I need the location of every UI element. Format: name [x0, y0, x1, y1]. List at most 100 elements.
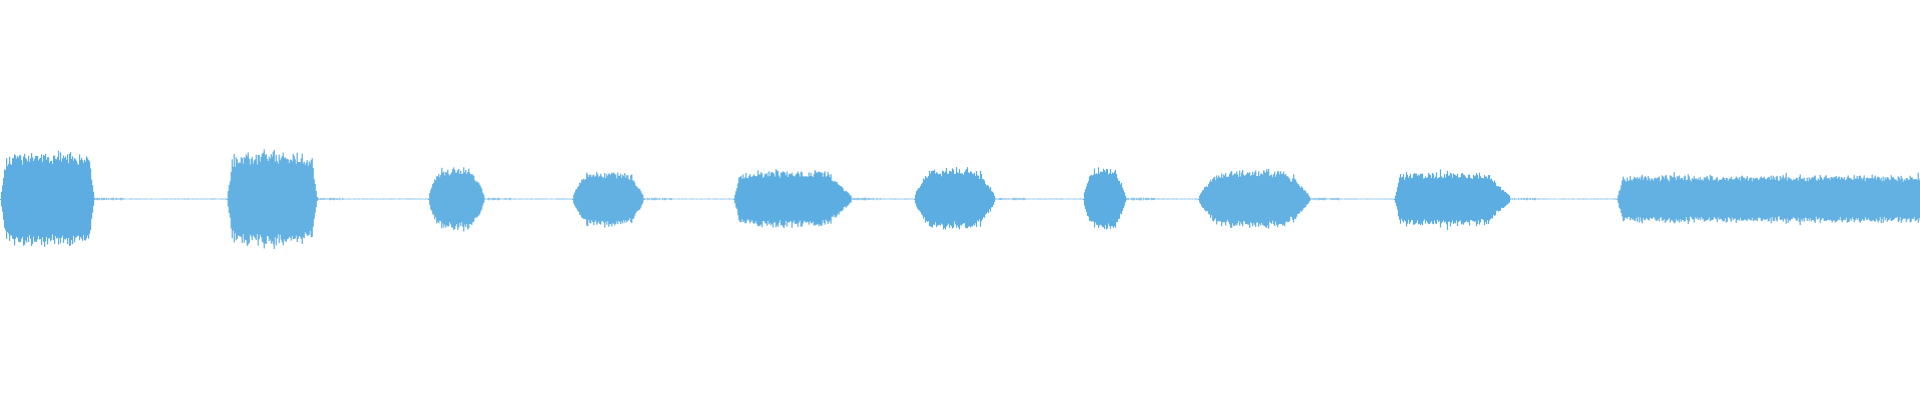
- silence-sample: [875, 198, 877, 200]
- silence-sample: [330, 197, 332, 200]
- waveform-sample: [1431, 172, 1434, 224]
- silence-sample: [398, 198, 400, 200]
- silence-sample: [144, 198, 146, 200]
- waveform-sample: [1285, 174, 1287, 223]
- silence-sample: [659, 197, 661, 201]
- silence-sample: [871, 198, 873, 200]
- waveform-sample: [844, 191, 846, 207]
- silence-sample: [1516, 198, 1518, 200]
- waveform-sample: [986, 185, 989, 212]
- silence-sample: [1528, 198, 1530, 200]
- waveform-sample: [950, 171, 953, 227]
- silence-sample: [412, 198, 414, 200]
- waveform-sample: [591, 177, 593, 221]
- silence-sample: [1186, 198, 1188, 200]
- waveform-sample: [58, 150, 60, 245]
- waveform-sample: [1307, 193, 1309, 205]
- silence-sample: [1130, 198, 1132, 200]
- waveform-sample: [8, 164, 10, 234]
- waveform-sample: [829, 177, 831, 221]
- silence-sample: [1615, 198, 1617, 200]
- silence-sample: [189, 198, 191, 200]
- waveform-sample: [638, 188, 640, 210]
- silence-sample: [556, 198, 558, 200]
- silence-sample: [873, 198, 875, 200]
- silence-sample: [1333, 198, 1335, 200]
- silence-sample: [107, 198, 109, 200]
- silence-sample: [886, 198, 888, 200]
- waveform-sample: [1262, 174, 1264, 225]
- silence-sample: [658, 198, 660, 200]
- waveform-sample: [263, 149, 265, 249]
- silence-sample: [566, 198, 568, 200]
- silence-sample: [155, 198, 157, 200]
- silence-sample: [709, 198, 711, 200]
- waveform-sample: [915, 191, 918, 207]
- silence-sample: [166, 198, 168, 200]
- waveform-sample: [837, 184, 839, 214]
- silence-sample: [130, 198, 132, 200]
- waveform-sample: [1761, 178, 1763, 222]
- waveform-sample: [593, 174, 595, 226]
- waveform-sample: [615, 174, 617, 224]
- silence-sample: [516, 198, 518, 200]
- silence-sample: [366, 198, 368, 200]
- silence-sample: [414, 198, 416, 200]
- silence-sample: [361, 198, 363, 200]
- silence-sample: [559, 198, 561, 200]
- waveform-sample: [1653, 178, 1655, 218]
- waveform-sample: [1282, 173, 1284, 226]
- waveform-sample: [1302, 187, 1304, 210]
- silence-sample: [403, 198, 405, 200]
- waveform-sample: [824, 171, 826, 225]
- waveform-sample: [586, 172, 588, 226]
- waveform-sample: [310, 160, 312, 238]
- waveform-sample: [1470, 178, 1473, 221]
- waveform-sample: [51, 160, 53, 240]
- waveform-sample: [739, 177, 741, 222]
- silence-sample: [880, 198, 882, 200]
- waveform-sample: [259, 161, 261, 235]
- silence-sample: [1019, 198, 1021, 200]
- silence-sample: [1312, 198, 1314, 200]
- silence-sample: [872, 197, 874, 201]
- waveform-sample: [1114, 169, 1117, 228]
- waveform-sample: [1495, 185, 1498, 211]
- waveform-sample: [1697, 178, 1699, 220]
- silence-sample: [1069, 198, 1071, 200]
- waveform-sample: [1731, 179, 1733, 218]
- waveform-sample: [1281, 174, 1283, 224]
- waveform-sample: [775, 169, 777, 228]
- waveform-sample: [278, 154, 280, 244]
- waveform-sample: [849, 195, 851, 203]
- silence-sample: [1313, 198, 1315, 200]
- silence-sample: [1386, 198, 1388, 200]
- waveform-sample: [1845, 179, 1847, 218]
- silence-sample: [1065, 198, 1067, 200]
- silence-sample: [865, 197, 867, 201]
- silence-sample: [866, 198, 868, 200]
- silence-sample: [856, 197, 858, 201]
- silence-sample: [1552, 198, 1554, 200]
- waveform-sample: [1777, 180, 1779, 217]
- waveform-sample: [301, 153, 303, 244]
- waveform-sample: [1396, 187, 1399, 210]
- waveform-sample: [1895, 179, 1897, 218]
- silence-sample: [1517, 198, 1519, 200]
- silence-sample: [1030, 198, 1032, 200]
- silence-sample: [1154, 197, 1156, 201]
- waveform-sample: [237, 163, 239, 236]
- silence-sample: [878, 198, 880, 200]
- silence-sample: [163, 198, 165, 200]
- waveform-sample: [23, 156, 25, 246]
- waveform-sample: [740, 175, 742, 223]
- waveform-sample: [1260, 173, 1262, 226]
- silence-sample: [911, 198, 913, 200]
- silence-sample: [696, 198, 698, 200]
- waveform-sample: [228, 185, 230, 213]
- waveform-sample: [314, 184, 316, 213]
- silence-sample: [506, 198, 508, 200]
- waveform-sample: [1209, 182, 1211, 215]
- silence-sample: [684, 198, 686, 200]
